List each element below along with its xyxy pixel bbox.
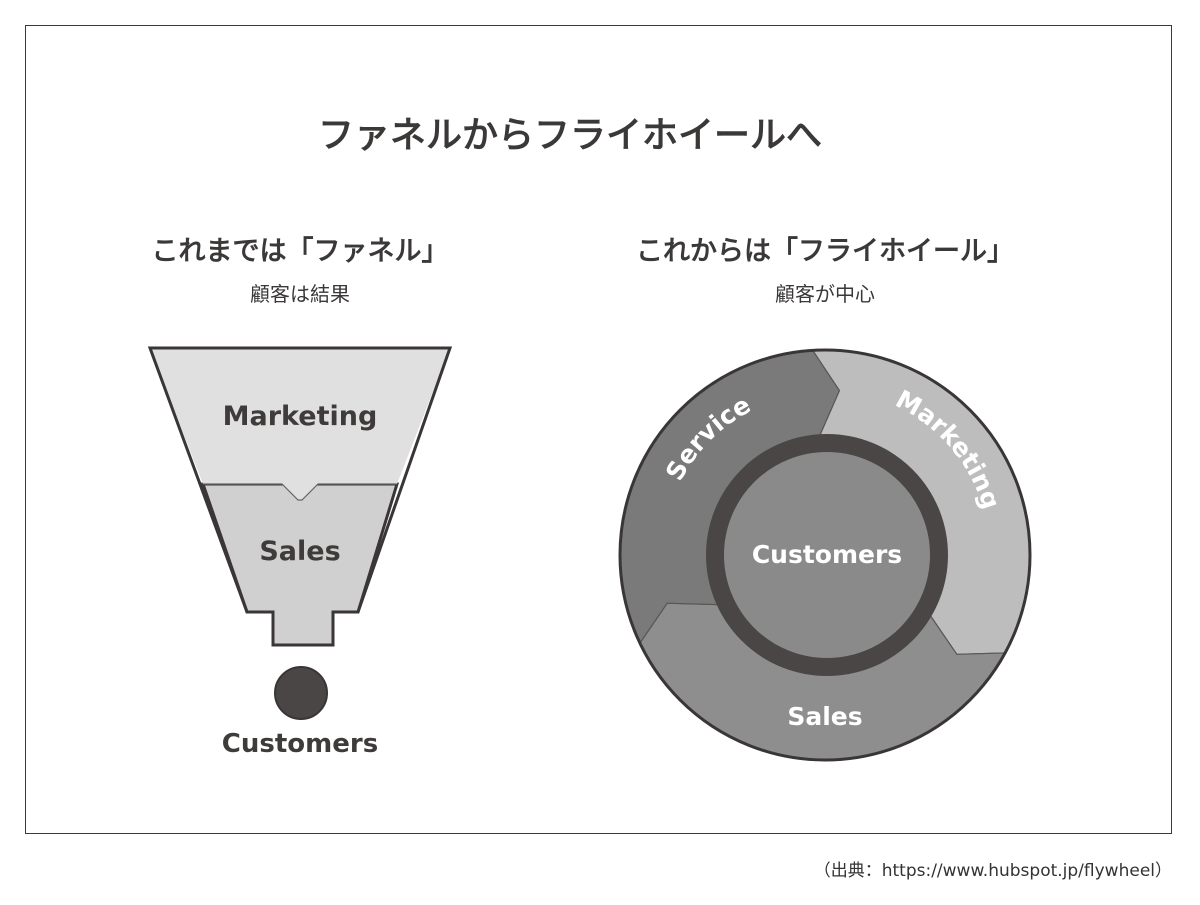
flywheel-heading: これからは「フライホイール」	[636, 236, 1014, 267]
diagram-frame	[25, 25, 1172, 834]
flywheel-sales-label: Sales	[787, 702, 862, 731]
funnel-outline	[147, 346, 453, 647]
flywheel-center	[706, 434, 948, 676]
funnel-customers-label: Customers	[222, 729, 378, 759]
flywheel-outline	[618, 348, 1032, 762]
funnel-sales-label: Sales	[259, 536, 340, 567]
funnel-marketing-label: Marketing	[223, 401, 378, 432]
funnel-heading: これまでは「ファネル」	[151, 236, 449, 267]
flywheel-subheading: 顧客が中心	[775, 282, 875, 306]
funnel-divider	[203, 483, 397, 501]
source-citation: （出典：https://www.hubspot.jp/flywheel）	[813, 861, 1172, 881]
main-title: ファネルからフライホイールへ	[317, 115, 823, 156]
funnel	[147, 346, 453, 720]
funnel-marketing-section	[150, 348, 450, 500]
funnel-subheading: 顧客は結果	[250, 282, 350, 306]
customer-dot	[274, 666, 328, 720]
flywheel-center-label: Customers	[752, 540, 902, 569]
